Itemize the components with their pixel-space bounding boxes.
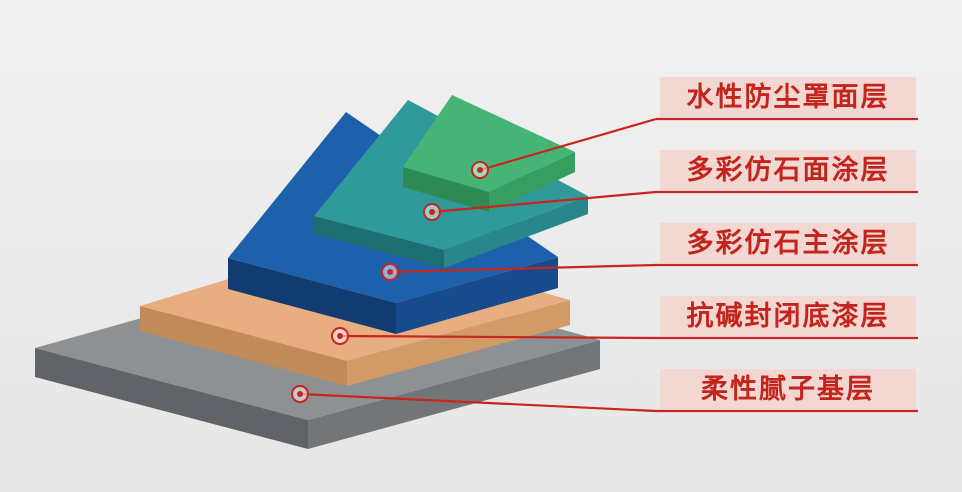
stone-face-coat-left-face (314, 216, 444, 268)
leader-line-putty-base (299, 392, 657, 413)
layer-markers (291, 161, 489, 403)
stone-face-coat-right-face (444, 196, 588, 268)
sealing-primer-left-face (140, 306, 347, 386)
leader-line-topcoat (479, 117, 657, 172)
sealing-primer-right-face (347, 300, 570, 386)
leader-line-sealing-primer (339, 334, 657, 340)
label-stone-face-coat: 多彩仿石面涂层 (660, 150, 916, 190)
leader-line-stone-main-coat (389, 263, 657, 274)
leader-line-stone-face-coat (431, 190, 657, 214)
stone-main-coat-right-face (396, 257, 558, 334)
stone-main-coat-left-face (228, 258, 396, 334)
annotation-lines (299, 117, 918, 413)
topcoat-left-face (403, 167, 489, 212)
label-sealing-primer: 抗碱封闭底漆层 (660, 296, 916, 336)
label-stone-main-coat: 多彩仿石主涂层 (660, 223, 916, 263)
topcoat-top-face (403, 95, 575, 192)
putty-base-left-face (35, 348, 308, 449)
marker-topcoat (471, 161, 489, 179)
marker-sealing-primer (331, 327, 349, 345)
label-topcoat: 水性防尘罩面层 (660, 77, 916, 117)
marker-stone-face-coat (423, 203, 441, 221)
label-putty-base: 柔性腻子基层 (660, 369, 916, 409)
putty-base-right-face (308, 340, 600, 449)
topcoat-right-face (489, 152, 575, 212)
layer-topcoat (403, 95, 575, 212)
marker-putty-base (291, 385, 309, 403)
marker-stone-main-coat (381, 263, 399, 281)
